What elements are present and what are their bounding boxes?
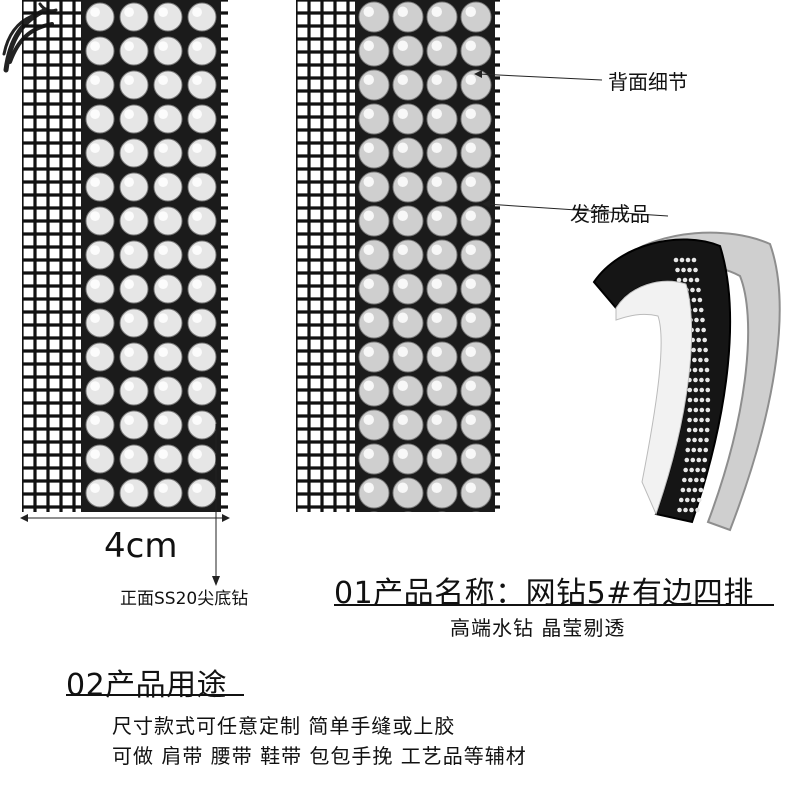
headband-product-image bbox=[592, 231, 781, 532]
product-usage-title: 02产品用途 bbox=[66, 668, 228, 703]
usage-line-2: 可做 肩带 腰带 鞋带 包包手挽 工艺品等辅材 bbox=[112, 744, 527, 768]
rhinestone-band bbox=[355, 0, 495, 512]
headband-arrow bbox=[482, 200, 669, 217]
product-subtitle: 高端水钻 晶莹剔透 bbox=[450, 616, 626, 640]
product-name-underline bbox=[334, 604, 774, 606]
product-usage-underline bbox=[66, 694, 244, 696]
headband-finished-label: 发箍成品 bbox=[570, 202, 650, 226]
back-detail-mesh-image bbox=[296, 0, 500, 512]
front-rhinestone-mesh-image bbox=[22, 0, 228, 512]
front-label: 正面SS20尖底钻 bbox=[120, 589, 249, 609]
back-detail-arrow bbox=[474, 70, 603, 81]
rhinestone-band bbox=[81, 0, 221, 512]
width-label: 4cm bbox=[104, 526, 178, 566]
usage-line-1: 尺寸款式可任意定制 简单手缝或上胶 bbox=[112, 714, 456, 738]
front-label-pointer bbox=[212, 424, 220, 586]
back-detail-label: 背面细节 bbox=[608, 70, 688, 94]
width-dimension-line bbox=[20, 514, 230, 522]
